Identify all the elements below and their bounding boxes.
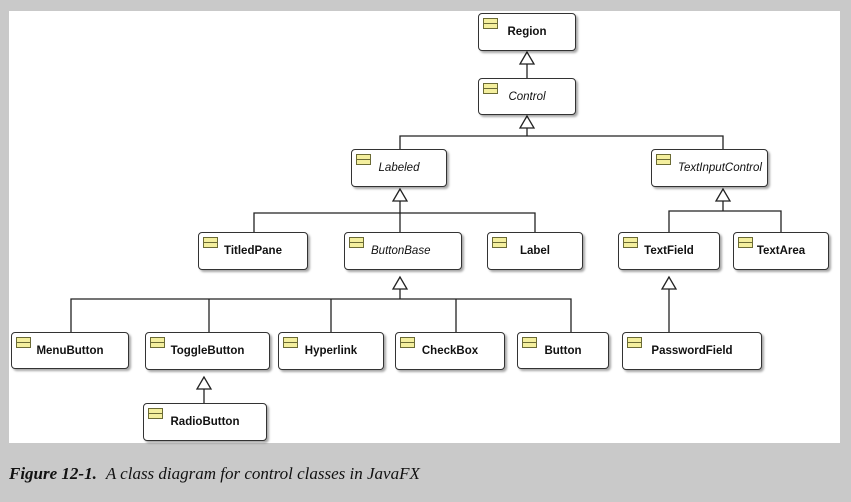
class-icon <box>492 237 507 248</box>
class-name: ButtonBase <box>371 245 431 257</box>
inheritance-arrow-control <box>518 114 536 129</box>
edge-branch-textinput <box>668 210 782 232</box>
class-name: MenuButton <box>36 344 104 357</box>
caption-text: A class diagram for control classes in J… <box>105 464 420 483</box>
class-icon <box>400 337 415 348</box>
class-diagram: Region Control Labeled TextInputControl … <box>9 11 840 443</box>
class-name: Label <box>519 245 551 257</box>
class-icon <box>627 337 642 348</box>
class-radiobutton: RadioButton <box>143 403 267 441</box>
figure-number: Figure 12-1. <box>9 464 97 483</box>
class-titledpane: TitledPane <box>198 232 308 270</box>
class-icon <box>656 154 671 165</box>
class-icon <box>483 18 498 29</box>
class-name: ToggleButton <box>170 345 245 357</box>
class-label: Label <box>487 232 583 270</box>
class-buttonbase: ButtonBase <box>344 232 462 270</box>
class-labeled: Labeled <box>351 149 447 187</box>
class-icon <box>522 337 537 348</box>
class-name: Labeled <box>378 162 420 174</box>
class-icon <box>203 237 218 248</box>
class-icon <box>16 337 31 348</box>
class-region: Region <box>478 13 576 51</box>
class-icon <box>283 337 298 348</box>
class-button: Button <box>517 332 609 369</box>
class-name: RadioButton <box>170 416 240 428</box>
class-icon <box>623 237 638 248</box>
edge-branch-control <box>399 135 724 149</box>
class-textarea: TextArea <box>733 232 829 270</box>
inheritance-arrow-textinputcontrol <box>714 187 732 202</box>
inheritance-arrow-textfield <box>660 275 678 290</box>
class-passwordfield: PasswordField <box>622 332 762 370</box>
class-name: TextField <box>644 245 694 257</box>
class-togglebutton: ToggleButton <box>145 332 270 370</box>
class-name: Button <box>544 344 582 357</box>
class-checkbox: CheckBox <box>395 332 505 370</box>
class-icon <box>738 237 753 248</box>
class-icon <box>148 408 163 419</box>
edge-branch-buttonbase <box>70 298 572 332</box>
inheritance-connectors <box>70 50 782 403</box>
inheritance-arrow-labeled <box>391 187 409 202</box>
class-textinputcontrol: TextInputControl <box>651 149 768 187</box>
class-name: TitledPane <box>224 245 282 257</box>
class-icon <box>150 337 165 348</box>
class-name: CheckBox <box>421 345 479 357</box>
class-textfield: TextField <box>618 232 720 270</box>
class-name: PasswordField <box>651 345 733 357</box>
inheritance-arrow-buttonbase <box>391 275 409 290</box>
class-name: TextArea <box>756 245 806 257</box>
class-name: TextInputControl <box>678 162 762 174</box>
class-name: Region <box>507 26 547 38</box>
class-icon <box>483 83 498 94</box>
class-control: Control <box>478 78 576 115</box>
class-name: Hyperlink <box>304 345 358 357</box>
figure-caption: Figure 12-1. A class diagram for control … <box>9 464 420 484</box>
class-name: Control <box>508 90 546 103</box>
class-menubutton: MenuButton <box>11 332 129 369</box>
edge-branch-labeled <box>253 212 536 232</box>
class-hyperlink: Hyperlink <box>278 332 384 370</box>
class-icon <box>349 237 364 248</box>
inheritance-arrow-togglebutton <box>195 375 213 390</box>
inheritance-arrow-region <box>518 50 536 65</box>
class-icon <box>356 154 371 165</box>
